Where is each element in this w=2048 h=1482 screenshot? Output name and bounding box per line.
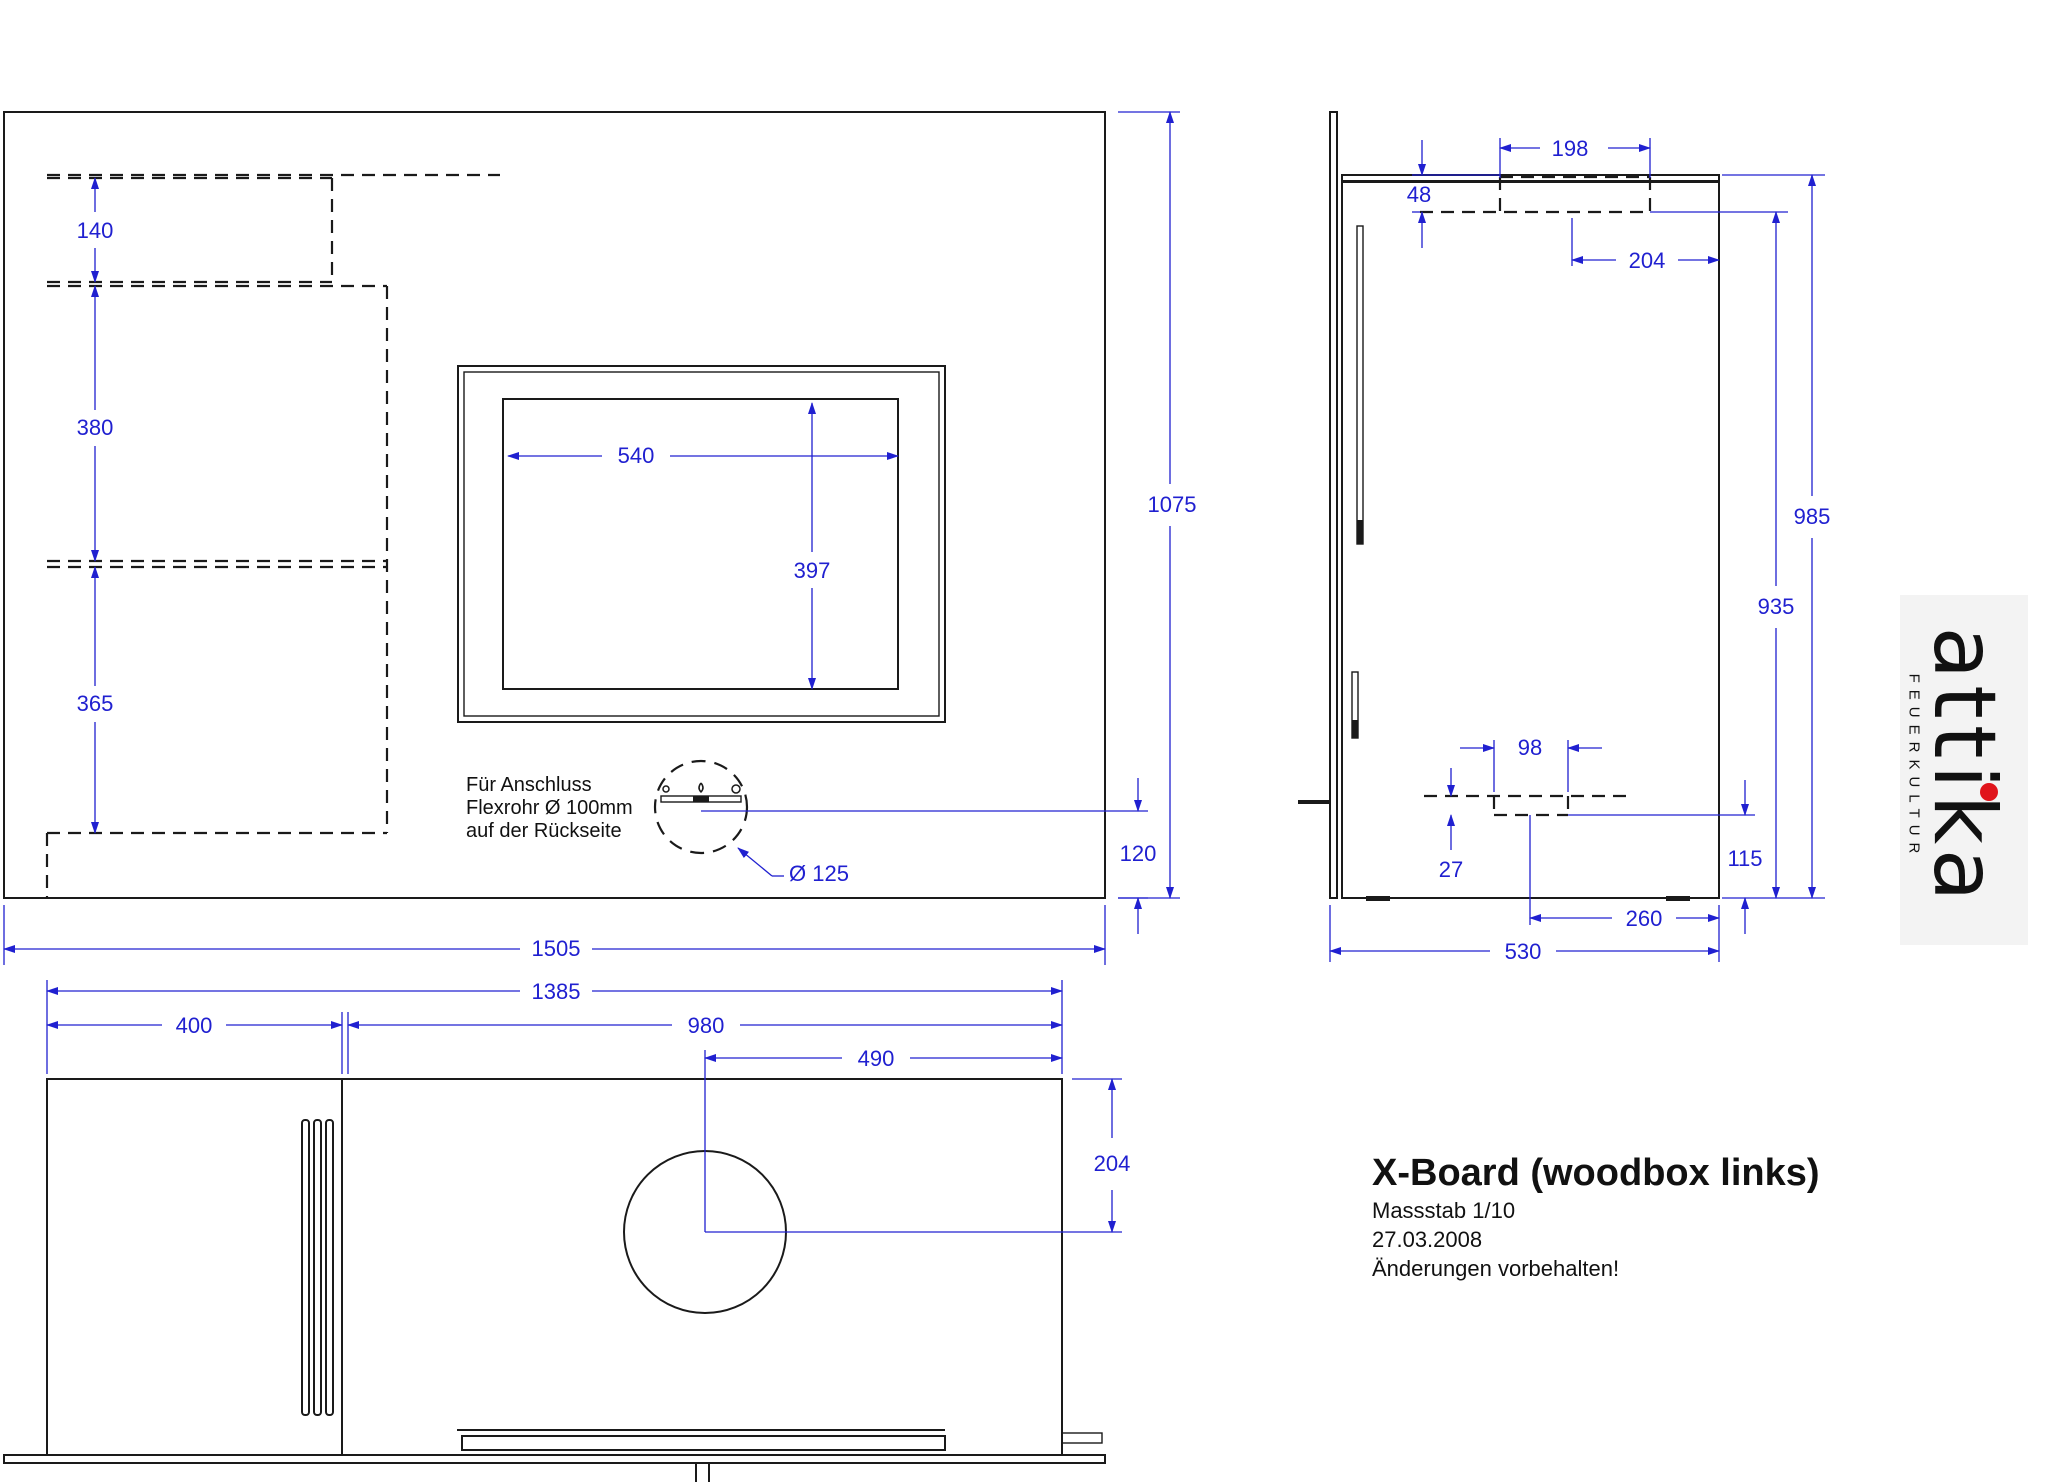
dim-plan-204: 204 [1094,1151,1131,1176]
dim-530: 530 [1505,939,1542,964]
dim-540: 540 [618,443,655,468]
side-handle-lower-end [1352,720,1358,738]
fire-door-glass [502,398,899,690]
note-line-3: auf der Rückseite [466,820,622,842]
flame-icon [698,782,704,794]
drawing-title: X-Board (woodbox links) [1372,1152,1820,1194]
side-top-plate [1341,174,1720,182]
note-line-1: Für Anschluss [466,774,592,796]
side-foot-right [1666,896,1690,901]
logo-tagline: FEUERKULTUR [1905,673,1923,861]
flue-connection-circle [653,759,749,855]
fire-door-frame [457,365,946,723]
front-outline [3,111,1106,899]
dim-98: 98 [1518,735,1542,760]
dim-27: 27 [1439,857,1463,882]
attika-logo: attika FEUERKULTUR [1900,595,2028,945]
note-line-2: Flexrohr Ø 100mm [466,797,633,819]
front-view: Für Anschluss Flexrohr Ø 100mm auf der R… [3,111,1197,965]
side-handle-upper-end [1357,520,1363,544]
dim-935: 935 [1758,594,1795,619]
dim-140: 140 [77,218,114,243]
plan-handle-bar-3 [325,1119,334,1416]
drawing-scale: Massstab 1/10 [1372,1197,1516,1223]
side-foot-left [1366,896,1390,901]
dim-diameter-125: Ø 125 [789,861,849,886]
side-front-panel [1329,111,1338,899]
dim-198: 198 [1552,136,1589,161]
dim-365: 365 [77,691,114,716]
plan-side-bracket [1061,1432,1103,1444]
dim-side-204: 204 [1629,248,1666,273]
dim-400: 400 [176,1013,213,1038]
plan-outline [46,1078,1063,1456]
dim-380: 380 [77,415,114,440]
plan-handle-bar-2 [313,1119,322,1416]
control-icon-right [731,784,741,794]
drawing-disclaimer: Änderungen vorbehalten! [1372,1255,1620,1281]
side-body [1341,181,1720,899]
plan-base-plate [3,1454,1106,1464]
dim-490: 490 [858,1046,895,1071]
dim-120: 120 [1120,841,1157,866]
dim-1385: 1385 [532,979,581,1004]
dim-985: 985 [1794,504,1831,529]
logo-red-dot-icon [1980,783,1998,801]
logo-wordmark: attika [1914,626,2014,908]
woodbox-hidden-lines [45,173,500,898]
dim-1505: 1505 [532,936,581,961]
dim-260: 260 [1626,906,1663,931]
plan-view: 1385 400 980 490 204 [3,979,1131,1482]
plan-knob [695,1462,710,1482]
dim-115: 115 [1727,846,1762,871]
dim-397: 397 [794,558,831,583]
side-view: 198 48 204 985 935 98 27 115 260 530 [1298,111,1831,964]
plan-door-edge [461,1435,946,1451]
dim-980: 980 [688,1013,725,1038]
side-control-knob [1298,800,1330,804]
control-slider [693,796,709,802]
dim-48: 48 [1407,182,1431,207]
fire-door-inner-frame [463,371,940,717]
side-handle-upper [1356,225,1364,545]
title-block: X-Board (woodbox links) Massstab 1/10 27… [1372,1152,1820,1283]
plan-handle-bar-1 [301,1119,310,1416]
dim-1075: 1075 [1148,492,1197,517]
drawing-date: 27.03.2008 [1372,1226,1483,1252]
control-icon-left [662,785,670,793]
